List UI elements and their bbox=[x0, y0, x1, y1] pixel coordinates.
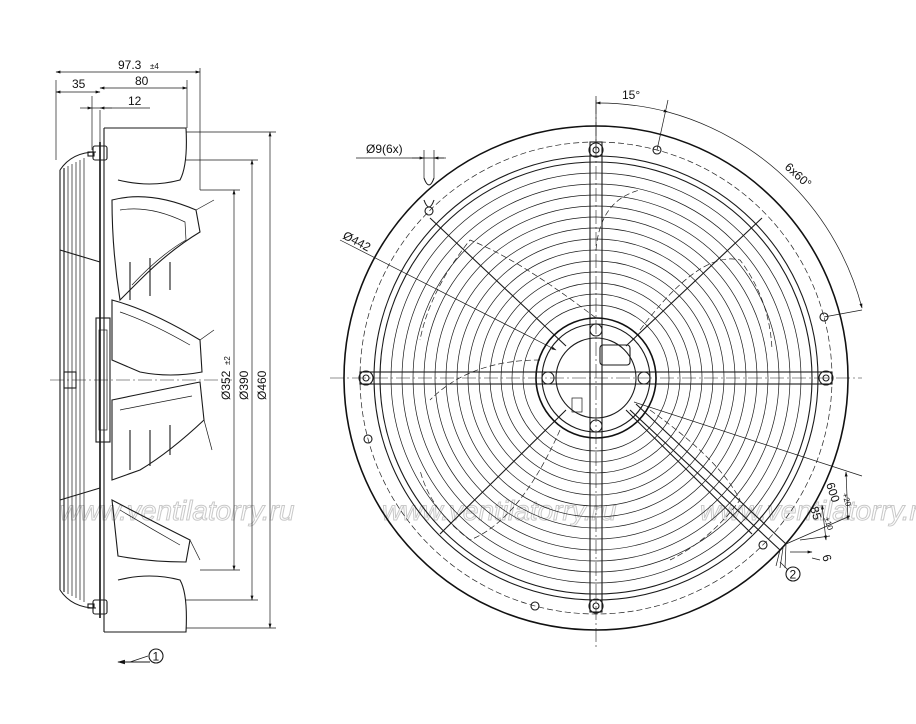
dim-600-label: 600 bbox=[823, 481, 843, 505]
dim-460-label: Ø460 bbox=[255, 370, 269, 400]
side-mount-clamp bbox=[63, 371, 77, 389]
dim-6-label: 6 bbox=[819, 553, 834, 564]
dim-6x60-label: 6x60° bbox=[782, 160, 814, 191]
dim-390-label: Ø390 bbox=[237, 370, 251, 400]
mounting-holes bbox=[363, 145, 829, 611]
motor-hub-front bbox=[535, 317, 657, 439]
dim-arc-15 bbox=[595, 101, 669, 113]
watermark: www.ventilatorry.ru www.ventilatorry.ru … bbox=[60, 495, 916, 527]
dim-442-label: Ø442 bbox=[341, 228, 374, 254]
power-cable bbox=[629, 403, 787, 569]
dim-line-442 bbox=[339, 239, 557, 351]
dim-12-label: 12 bbox=[128, 94, 142, 108]
dim-85-tol: ±10 bbox=[822, 516, 835, 532]
callout-1-circle bbox=[148, 648, 164, 664]
housing-top bbox=[104, 127, 187, 185]
dim-15-label: 15° bbox=[622, 88, 640, 102]
watermark-text-1: www.ventilatorry.ru bbox=[60, 495, 295, 526]
callout-1-label: 1 bbox=[153, 650, 160, 664]
dim-600-tol: +20 bbox=[840, 492, 853, 508]
rating-label bbox=[571, 397, 583, 413]
terminal-box bbox=[599, 344, 631, 366]
dim-80-label: 80 bbox=[135, 74, 149, 88]
dim-arc-6x60 bbox=[667, 111, 863, 309]
motor-mount-bolts bbox=[541, 323, 651, 433]
callout-2-label: 2 bbox=[790, 568, 797, 582]
venturi-ring-1 bbox=[373, 155, 819, 601]
venturi-ring-2 bbox=[379, 161, 813, 595]
dim-352-tol: ±2 bbox=[223, 356, 232, 365]
dim-hole-label: Ø9(6x) bbox=[366, 142, 403, 156]
side-bolt-top bbox=[92, 145, 108, 161]
guard-grille-front bbox=[390, 172, 802, 584]
dim-97-3-label: 97.3 bbox=[118, 58, 142, 72]
callout-2-circle bbox=[785, 566, 801, 582]
dim-97-3-tol: ±4 bbox=[150, 62, 159, 71]
side-view: 97.3 ±4 80 35 12 Ø352 ±2 Ø390 Ø460 1 bbox=[50, 58, 276, 665]
dim-85-label: 85 bbox=[807, 505, 825, 522]
dim-352-label: Ø352 bbox=[219, 370, 233, 400]
front-view: 15° 6x60° Ø9(6x) Ø442 600 +20 85 ±10 6 bbox=[330, 88, 863, 650]
impeller-blades-side bbox=[111, 196, 215, 563]
side-bolt-bottom bbox=[92, 599, 108, 615]
dim-line-85 bbox=[821, 504, 827, 541]
watermark-text-3: www.ventilatorry.ru bbox=[700, 495, 916, 526]
impeller-blades-front bbox=[419, 189, 773, 561]
housing-bottom bbox=[104, 575, 187, 633]
dim-line-600 bbox=[844, 471, 850, 521]
dim-35-label: 35 bbox=[72, 77, 86, 91]
motor-hub-side bbox=[95, 317, 111, 443]
